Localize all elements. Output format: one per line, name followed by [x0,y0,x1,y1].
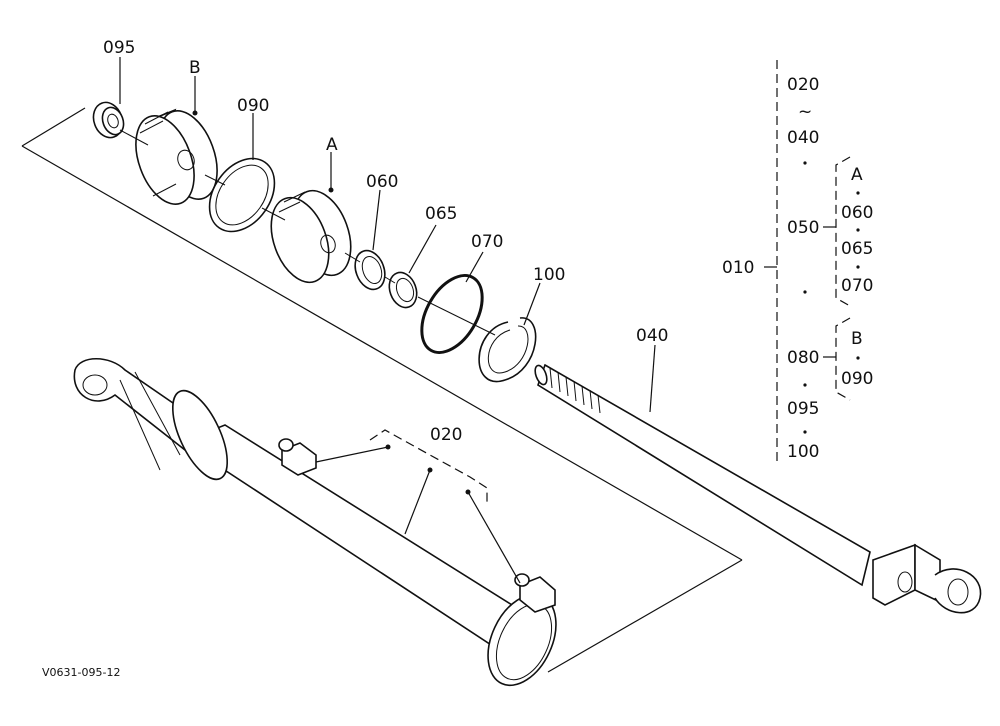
callout-070: 070 [471,232,503,252]
legend-100: 100 [787,442,819,462]
callout-b: B [189,58,201,78]
legend-080: 080 [787,348,819,368]
part-020-cylinder [73,358,557,687]
legend-090: 090 [841,369,873,389]
callout-090: 090 [237,96,269,116]
legend-050: 050 [787,218,819,238]
callout-040: 040 [636,326,668,346]
exploded-outline [21,107,743,673]
assembly-axis [119,129,496,336]
part-a-piston [270,189,352,284]
part-040-rod [534,363,982,614]
legend-020: 020 [787,75,819,95]
legend-095: 095 [787,399,819,419]
callout-020: 020 [430,425,462,445]
callout-labels: 095 B 090 A 060 065 070 100 040 020 [103,38,668,445]
part-095-nut [92,101,125,139]
part-070-oring [420,274,484,354]
legend-065: 065 [841,239,873,259]
legend-070: 070 [841,276,873,296]
part-060-seal [354,249,386,291]
legend-range-sep: ~ [798,102,812,122]
callout-a: A [326,135,338,155]
part-090-ring [208,157,276,233]
part-b-piston [135,108,218,205]
legend-group-b: B [851,329,863,349]
callout-100: 100 [533,265,565,285]
figure-code: V0631-095-12 [42,666,120,679]
legend-060: 060 [841,203,873,223]
parts-legend: 010 020 ~ 040 050 080 095 100 A 060 065 … [722,60,873,462]
callout-leaders [119,57,656,413]
callout-060: 060 [366,172,398,192]
callout-095: 095 [103,38,135,58]
part-100-snapring [478,317,537,383]
legend-group-a: A [851,165,863,185]
part-065-seal [388,271,418,309]
legend-040: 040 [787,128,819,148]
legend-010: 010 [722,258,754,278]
group-020-bracket [315,429,521,584]
callout-065: 065 [425,204,457,224]
